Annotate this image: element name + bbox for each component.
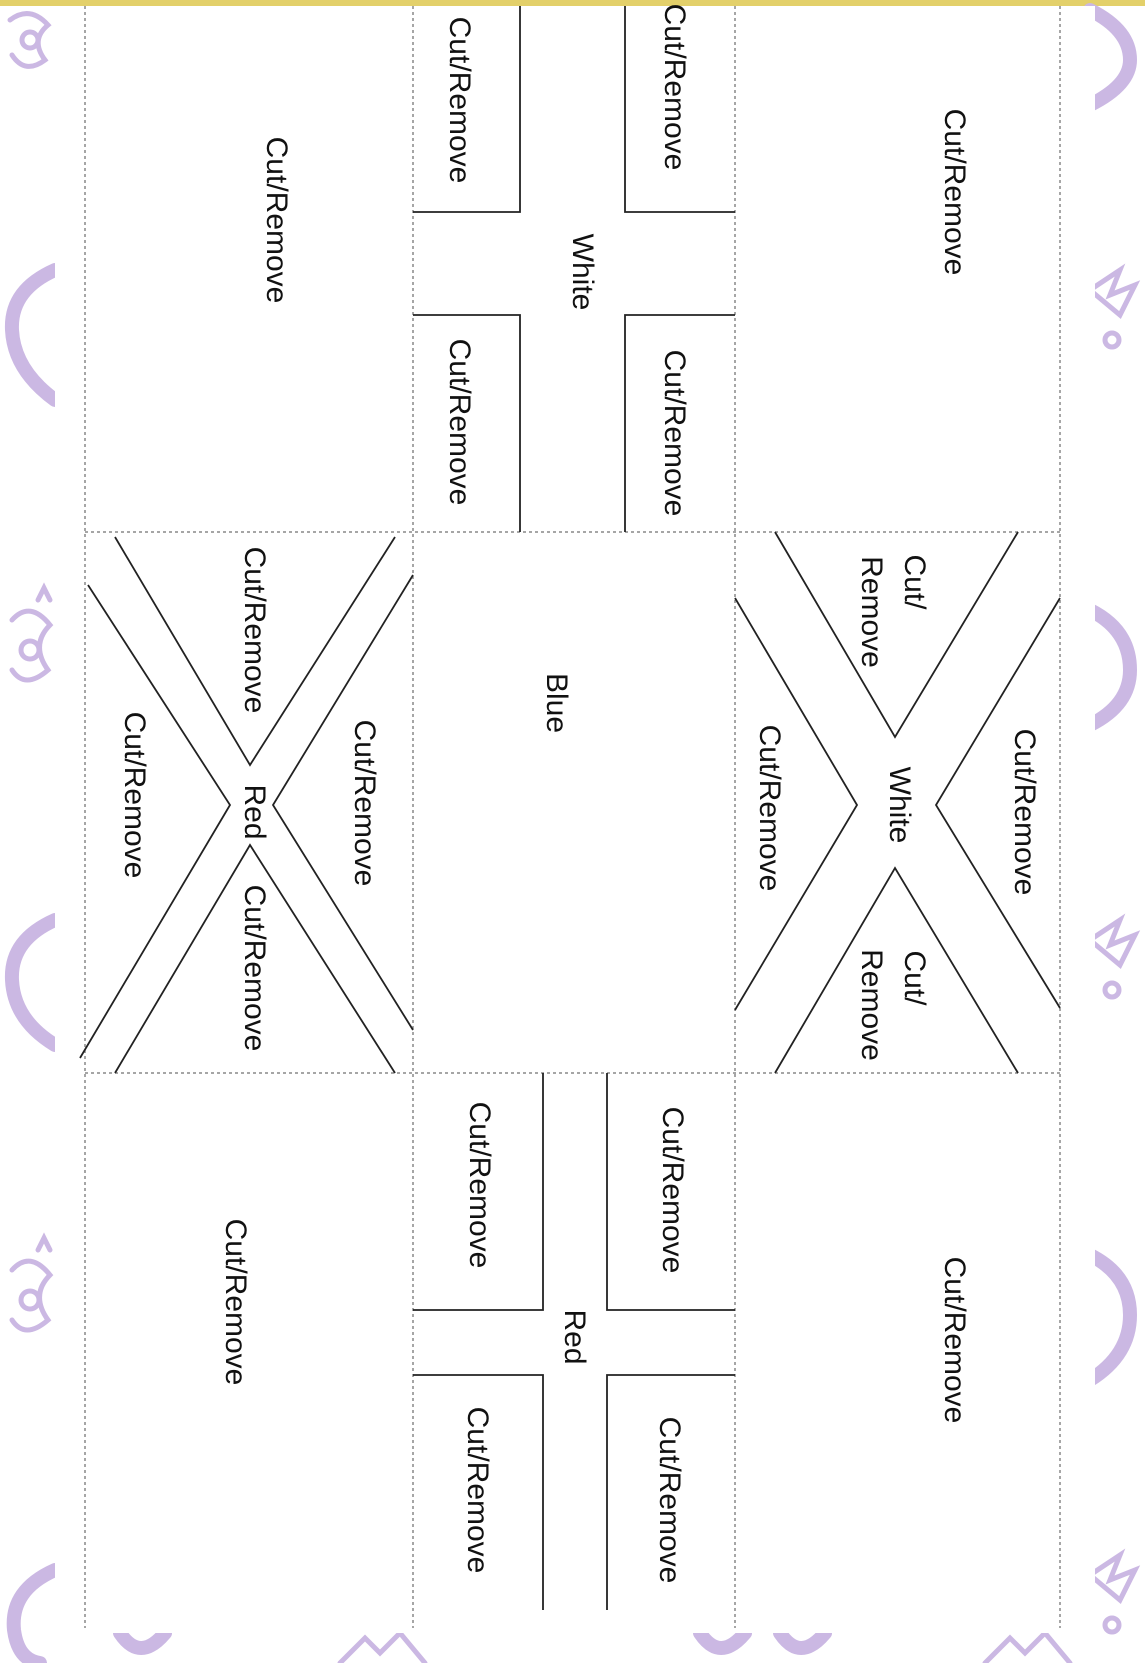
white-saltire-top-line2: Remove bbox=[855, 556, 888, 668]
white-saltire-right: Cut/Remove bbox=[1008, 729, 1041, 896]
white-saltire-bottom-line2: Remove bbox=[855, 949, 888, 1061]
panel-bottom-left-label: Cut/Remove bbox=[219, 1219, 252, 1386]
white-cross-quadrant-2: Cut/Remove bbox=[658, 4, 691, 171]
red-saltire-triangle-left: Cut/Remove bbox=[118, 712, 151, 879]
white-cross-quadrant-4: Cut/Remove bbox=[658, 350, 691, 517]
red-saltire-triangle-bottom: Cut/Remove bbox=[238, 885, 271, 1052]
red-cross-label: Red bbox=[558, 1309, 591, 1364]
panel-bottom-right-label: Cut/Remove bbox=[938, 1257, 971, 1424]
white-saltire-bottom-line1: Cut/ bbox=[898, 950, 931, 1006]
panel-top-left-label: Cut/Remove bbox=[260, 137, 293, 304]
red-cross-quadrant-2: Cut/Remove bbox=[656, 1107, 689, 1274]
white-saltire-top-line1: Cut/ bbox=[898, 554, 931, 610]
red-cross-quadrant-4: Cut/Remove bbox=[653, 1417, 686, 1584]
red-saltire-label: Red bbox=[238, 784, 271, 839]
red-saltire-triangle-top: Cut/Remove bbox=[238, 547, 271, 714]
panel-top-right-label: Cut/Remove bbox=[938, 109, 971, 276]
blue-center-label: Blue bbox=[540, 673, 573, 733]
white-cross-label: White bbox=[566, 234, 599, 311]
red-cross-quadrant-1: Cut/Remove bbox=[463, 1102, 496, 1269]
red-cross-quadrant-3: Cut/Remove bbox=[461, 1407, 494, 1574]
white-cross-quadrant-1: Cut/Remove bbox=[443, 17, 476, 184]
red-saltire-triangle-right: Cut/Remove bbox=[348, 720, 381, 887]
white-saltire-label: White bbox=[883, 767, 916, 844]
white-cross-quadrant-3: Cut/Remove bbox=[443, 339, 476, 506]
white-saltire-left: Cut/Remove bbox=[753, 725, 786, 892]
